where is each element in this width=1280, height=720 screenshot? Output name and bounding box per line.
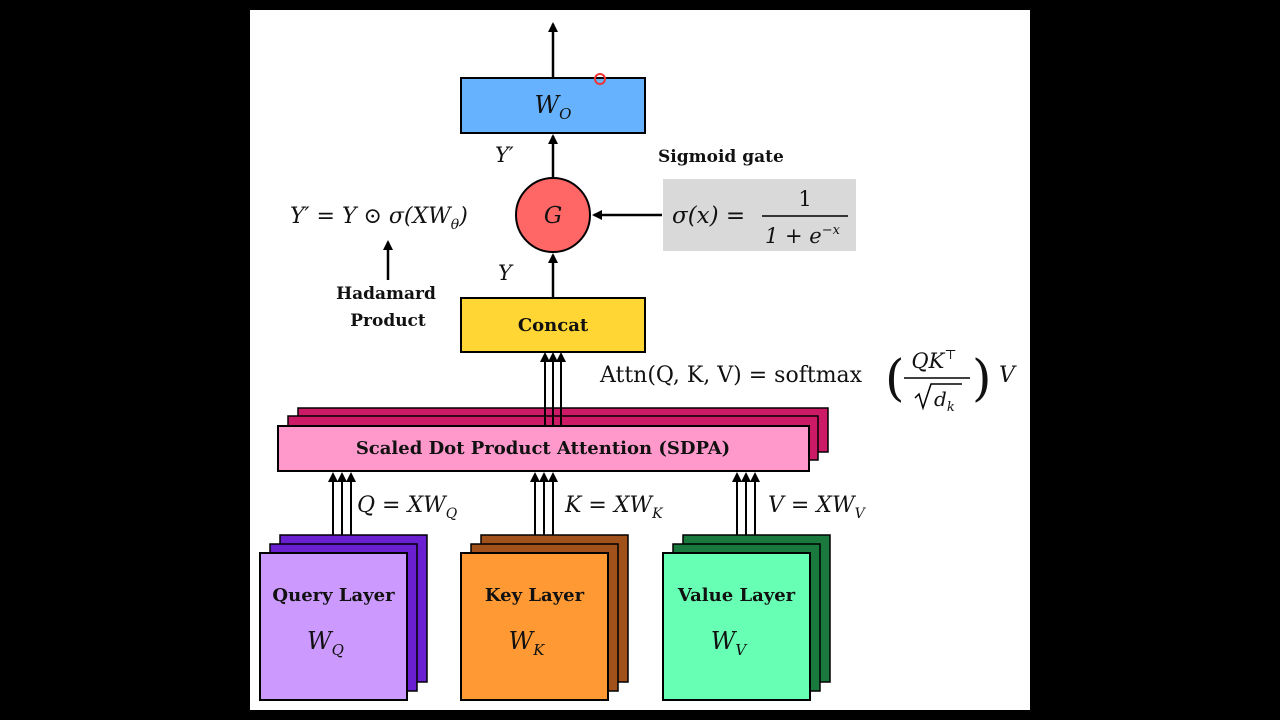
query-layer-weight: WQ (307, 627, 344, 659)
key-layer-title: Key Layer (485, 585, 585, 606)
hadamard-line2: Product (350, 311, 426, 331)
concat-box (460, 297, 646, 353)
attn-numerator: QK⊤ (911, 348, 956, 373)
wo-label: WO (535, 91, 572, 123)
query-layer-title: Query Layer (272, 585, 395, 606)
value-layer-box (662, 552, 811, 701)
attn-sqrt (914, 383, 962, 411)
concat-label: Concat (518, 315, 589, 336)
q-equation: Q = XWQ (357, 493, 458, 522)
attn-left-paren: ( (885, 349, 905, 407)
cursor-dot (594, 73, 606, 85)
sigmoid-title: Sigmoid gate (658, 147, 784, 167)
wo-box (460, 77, 646, 134)
diagram-svg: WO Y′ G Sigmoid gate σ(x) = 1 1 + e−x Y′… (259, 22, 1017, 701)
attn-right-paren: ) (972, 349, 992, 407)
gate-label: G (544, 203, 562, 229)
hadamard-line1: Hadamard (336, 284, 436, 304)
sigmoid-box (663, 179, 856, 251)
value-layer-title: Value Layer (677, 585, 796, 606)
y-prime-label: Y′ (495, 143, 514, 167)
diagram-canvas: WO Y′ G Sigmoid gate σ(x) = 1 1 + e−x Y′… (250, 10, 1030, 710)
gate-circle (515, 177, 591, 253)
y-label: Y (498, 261, 514, 285)
attn-lhs: Attn(Q, K, V) = softmax (599, 363, 863, 388)
sdpa-box (277, 425, 810, 472)
attn-denominator: dk (934, 387, 955, 415)
attn-tail: V (999, 363, 1017, 388)
query-layer-box (259, 552, 408, 701)
v-equation: V = XWV (768, 493, 867, 522)
sigmoid-lhs: σ(x) = (672, 203, 745, 229)
value-layer-weight: WV (711, 627, 749, 659)
sdpa-label: Scaled Dot Product Attention (SDPA) (356, 438, 730, 459)
sigmoid-denominator: 1 + e−x (765, 223, 841, 248)
sigmoid-numerator: 1 (798, 187, 811, 211)
key-layer-box (460, 552, 609, 701)
gated-formula: Y′ = Y ⊙ σ(XWθ) (290, 204, 468, 233)
k-equation: K = XWK (564, 493, 664, 522)
key-layer-weight: WK (509, 627, 546, 659)
